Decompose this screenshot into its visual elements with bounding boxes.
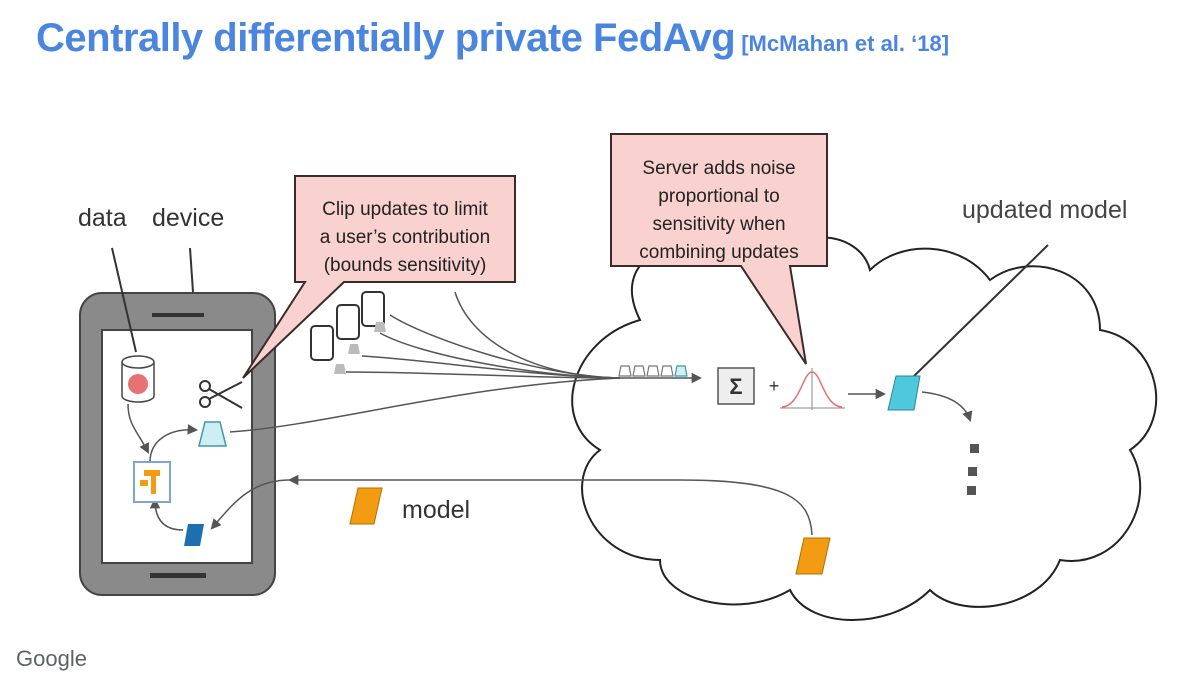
training-to-update-arrow — [149, 424, 199, 463]
data-to-training-arrow — [127, 403, 149, 454]
gaussian-noise-icon — [780, 368, 845, 410]
server-model-icon — [795, 537, 831, 575]
scissors-icon — [199, 380, 243, 409]
broadcast-model-icon — [349, 487, 383, 525]
noise-callout-line-1: Server adds noise — [642, 158, 795, 179]
server-cloud — [571, 236, 1158, 621]
data-cylinder-icon — [121, 355, 155, 403]
noise-callout-line-3: sensitivity when — [652, 214, 785, 235]
model-download-arrow — [287, 474, 813, 536]
model-to-device-arrow — [210, 479, 291, 530]
noise-callout-line-4: combining updates — [639, 242, 799, 263]
noise-callout: Server adds noise proportional to sensit… — [610, 133, 828, 365]
citation: [McMahan et al. ‘18] — [741, 31, 950, 56]
data-pointer-line — [111, 247, 137, 353]
other-devices — [310, 291, 385, 361]
sigma-symbol: Σ — [729, 374, 742, 399]
device-pointer-line — [189, 247, 194, 293]
clip-callout-line-1: Clip updates to limit — [322, 199, 489, 220]
device-label: device — [152, 204, 224, 232]
clip-callout: Clip updates to limit a user’s contribut… — [242, 175, 516, 379]
noise-callout-line-2: proportional to — [658, 186, 779, 207]
local-model-icon — [184, 524, 204, 546]
title-text: Centrally differentially private FedAvg — [36, 16, 736, 60]
updated-model-icon — [887, 375, 921, 411]
ellipsis-dots — [967, 444, 979, 495]
clip-callout-line-3: (bounds sensitivity) — [324, 255, 487, 276]
google-logo: Google — [16, 646, 87, 671]
phone-device — [79, 292, 276, 596]
other-device-updates — [334, 322, 386, 374]
sum-box: Σ — [717, 367, 755, 405]
updated-model-label: updated model — [962, 196, 1127, 224]
tensorflow-icon — [133, 461, 171, 503]
upload-curves — [229, 291, 703, 433]
slide-title: Centrally differentially private FedAvg[… — [36, 16, 949, 61]
updated-model-pointer-line — [911, 244, 1049, 379]
clip-callout-line-2: a user’s contribution — [320, 227, 490, 248]
data-label: data — [78, 204, 127, 232]
plus-symbol: + — [769, 376, 780, 396]
model-label: model — [402, 496, 470, 524]
iteration-arrow — [921, 391, 973, 422]
local-update-icon — [198, 421, 227, 447]
model-to-training-arrow — [149, 497, 184, 531]
aggregated-updates — [618, 365, 688, 377]
